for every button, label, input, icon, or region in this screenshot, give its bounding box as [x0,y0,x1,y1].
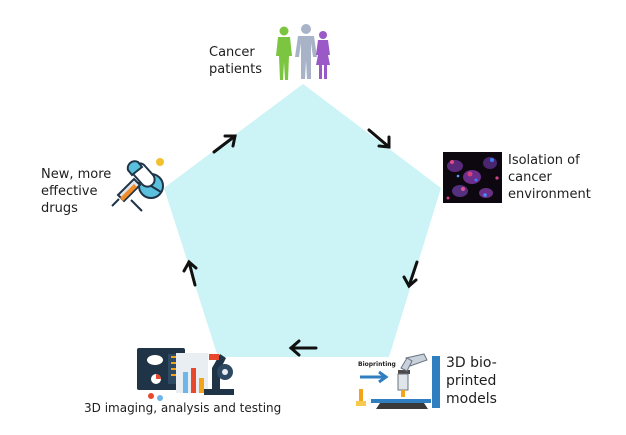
person-green-icon [276,26,292,80]
pentagon-shape [164,84,441,357]
cancer-cells-image [443,152,502,203]
stage-label-line: 3D bio- [446,355,497,371]
stage-label-line: environment [508,187,591,202]
cancer-patients-icon [276,24,330,80]
stage-label-new-drugs: New, more effective drugs [41,166,111,217]
arrow-isolation-to-bioprinted [402,260,419,289]
arrow-bioprinted-to-imaging [288,339,318,357]
arrow-drugs-to-patients [212,134,237,154]
imaging-analysis-icon [137,348,234,401]
stage-label-line: Isolation of [508,153,580,168]
stage-label-line: drugs [41,201,78,216]
stage-label-line: cancer [508,170,552,185]
stage-label-bioprinted-models: 3D bio- printed models [446,354,497,408]
stage-label-isolation: Isolation of cancer environment [508,152,591,203]
person-purple-icon [316,31,330,79]
stage-label-line: Cancer [209,45,255,60]
arrow-imaging-to-drugs [182,259,198,287]
person-gray-icon [295,24,317,79]
stage-label-line: New, more [41,167,112,182]
stage-label-line: 3D imaging, analysis and testing [84,401,282,415]
stage-label-line: effective [41,184,98,199]
bioprinting-tag: Bioprinting [358,361,396,368]
stage-label-imaging: 3D imaging, analysis and testing [84,400,281,417]
drugs-icon [111,158,164,212]
bioprinter-icon [356,353,440,409]
stage-label-line: patients [209,62,263,77]
stage-label-line: models [446,391,497,407]
arrow-patients-to-isolation [367,128,391,149]
stage-label-cancer-patients: Cancer patients [209,44,262,78]
stage-label-line: printed [446,373,497,389]
